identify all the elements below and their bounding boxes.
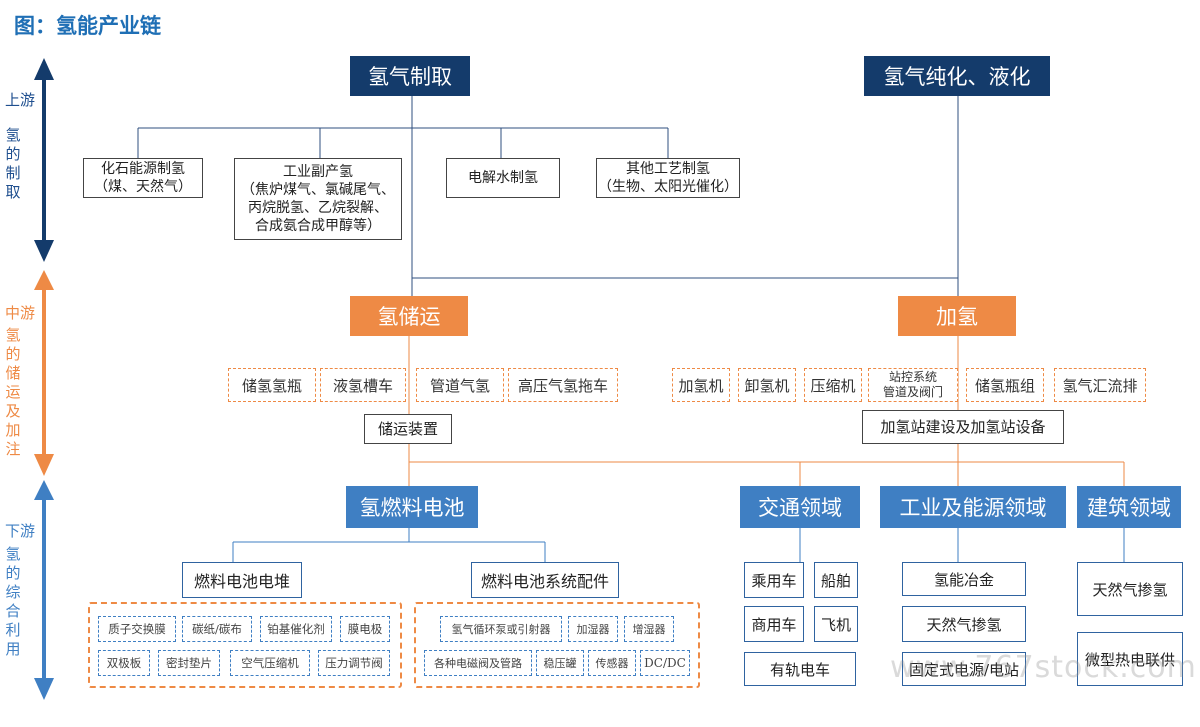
storage-item: 管道气氢	[416, 368, 504, 402]
fossil-hydrogen-node: 化石能源制氢 （煤、天然气）	[83, 158, 203, 198]
refuel-item: 卸氢机	[738, 368, 796, 402]
hydrogen-production-node: 氢气制取	[350, 56, 470, 96]
transport-item: 飞机	[814, 606, 858, 642]
refuel-item: 压缩机	[804, 368, 862, 402]
system-parts-group	[414, 602, 700, 688]
system-part: DC/DC	[640, 650, 690, 676]
industrial-byproduct-hydrogen-node: 工业副产氢 （焦炉煤气、氯碱尾气、 丙烷脱氢、乙烷裂解、 合成氨合成甲醇等）	[234, 158, 402, 240]
refuel-item: 站控系统 管道及阀门	[868, 368, 958, 402]
building-item: 天然气掺氢	[1077, 562, 1183, 616]
transport-node: 交通领域	[740, 486, 860, 528]
building-node: 建筑领域	[1077, 486, 1181, 528]
stack-part: 膜电极	[340, 616, 390, 642]
system-part: 各种电磁阀及管路	[424, 650, 532, 676]
storage-device-node: 储运装置	[364, 414, 452, 444]
hydrogen-storage-node: 氢储运	[350, 296, 468, 336]
electrolysis-hydrogen-node: 电解水制氢	[446, 158, 560, 198]
page-title: 图：氢能产业链	[14, 14, 161, 38]
industry-item: 氢能冶金	[902, 562, 1026, 596]
stack-parts-group	[88, 602, 402, 688]
transport-item: 商用车	[744, 606, 804, 642]
storage-item: 高压气氢拖车	[508, 368, 618, 402]
industry-item: 天然气掺氢	[902, 606, 1026, 642]
downstream-head: 下游	[5, 522, 36, 540]
building-item: 微型热电联供	[1077, 632, 1183, 686]
storage-item: 液氢槽车	[320, 368, 406, 402]
stack-node: 燃料电池电堆	[182, 562, 302, 598]
downstream-arrow	[34, 480, 54, 700]
refuel-item: 氢气汇流排	[1054, 368, 1146, 402]
midstream-head: 中游	[5, 304, 36, 322]
system-part: 加湿器	[568, 616, 618, 642]
refuel-item: 加氢机	[672, 368, 730, 402]
stack-part: 碳纸/碳布	[182, 616, 252, 642]
other-process-hydrogen-node: 其他工艺制氢 （生物、太阳光催化）	[596, 158, 740, 198]
upstream-arrow	[34, 58, 54, 262]
midstream-arrow	[34, 270, 54, 476]
fuel-cell-node: 氢燃料电池	[346, 486, 478, 528]
stack-part: 质子交换膜	[98, 616, 176, 642]
downstream-vertical: 氢的综合利用	[5, 545, 21, 658]
hydrogen-refuel-node: 加氢	[898, 296, 1016, 336]
stack-part: 空气压缩机	[230, 650, 310, 676]
station-equipment-node: 加氢站建设及加氢站设备	[862, 410, 1064, 444]
system-part: 传感器	[588, 650, 636, 676]
transport-item: 乘用车	[744, 562, 804, 598]
stack-part: 铂基催化剂	[260, 616, 332, 642]
industry-energy-node: 工业及能源领域	[880, 486, 1066, 528]
stack-part: 密封垫片	[158, 650, 220, 676]
industry-item: 固定式电源/电站	[902, 652, 1026, 686]
system-part: 增湿器	[624, 616, 674, 642]
transport-item: 船舶	[814, 562, 858, 598]
hydrogen-purification-node: 氢气纯化、液化	[864, 56, 1050, 96]
upstream-head: 上游	[5, 91, 36, 109]
watermark: www.767stock.com	[890, 650, 1197, 685]
upstream-vertical: 氢的制取	[5, 126, 21, 201]
stack-part: 压力调节阀	[318, 650, 390, 676]
system-part: 稳压罐	[536, 650, 584, 676]
storage-item: 储氢氢瓶	[228, 368, 316, 402]
stack-part: 双极板	[98, 650, 150, 676]
transport-item: 有轨电车	[744, 652, 856, 686]
midstream-vertical: 氢的储运及加注	[5, 326, 21, 458]
refuel-item: 储氢瓶组	[966, 368, 1044, 402]
system-parts-node: 燃料电池系统配件	[471, 562, 619, 598]
system-part: 氢气循环泵或引射器	[440, 616, 562, 642]
